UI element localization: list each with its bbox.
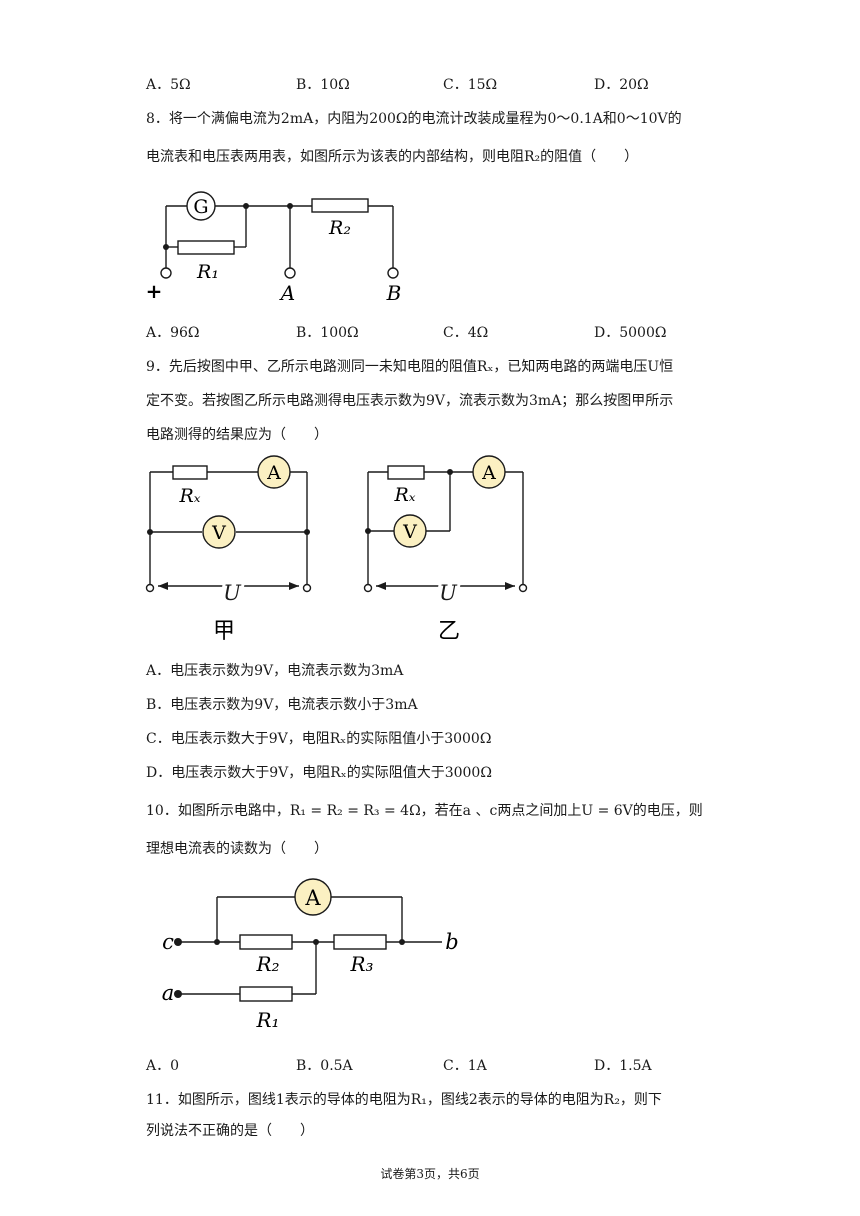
yi-ammeter-label: A bbox=[481, 462, 496, 484]
jia-ammeter-label: A bbox=[266, 462, 281, 484]
q7-option-c: C．15Ω bbox=[443, 77, 498, 93]
node-c-label: c bbox=[162, 930, 174, 954]
q9-stem-line1: 9．先后按图中甲、乙所示电路测同一未知电阻的阻值Rₓ，已知两电路的两端电压U恒 bbox=[146, 359, 674, 375]
q7-option-d: D．20Ω bbox=[594, 77, 649, 93]
jia-u-label: U bbox=[223, 581, 242, 605]
q10-option-a: A．0 bbox=[146, 1058, 180, 1074]
q8-option-c: C．4Ω bbox=[443, 325, 489, 341]
q10-circuit-figure: A c a b R₂ R₃ R₁ bbox=[162, 878, 459, 1032]
galvanometer-label: G bbox=[193, 196, 208, 218]
jia-rx-label: Rₓ bbox=[178, 485, 200, 507]
node-a-label: a bbox=[162, 981, 175, 1005]
terminal-b-label: B bbox=[386, 281, 402, 305]
q9-option-b: B．电压表示数为9V，电流表示数小于3mA bbox=[146, 697, 418, 713]
q10-stem-line2: 理想电流表的读数为（ ） bbox=[146, 841, 328, 857]
page-footer: 试卷第3页，共6页 bbox=[380, 1167, 480, 1181]
yi-voltmeter-label: V bbox=[402, 521, 417, 543]
q7-option-b: B．10Ω bbox=[296, 77, 350, 93]
q10-option-c: C．1A bbox=[443, 1058, 487, 1074]
jia-caption: 甲 bbox=[213, 619, 235, 644]
yi-rx-label: Rₓ bbox=[393, 484, 415, 506]
q8-option-b: B．100Ω bbox=[296, 325, 359, 341]
q8-r2-label: R₂ bbox=[328, 217, 351, 239]
q9-circuit-jia: A V Rₓ U 甲 bbox=[145, 455, 312, 644]
terminal-a-label: A bbox=[279, 281, 295, 305]
q8-stem-line2: 电流表和电压表两用表，如图所示为该表的内部结构，则电阻R₂的阻值（ ） bbox=[146, 149, 639, 165]
q10-ammeter-label: A bbox=[304, 886, 321, 910]
q8-stem-line1: 8．将一个满偏电流为2mA，内阻为200Ω的电流计改装成量程为0～0.1A和0～… bbox=[146, 111, 682, 127]
q9-stem-line2: 定不变。若按图乙所示电路测得电压表示数为9V，流表示数为3mA；那么按图甲所示 bbox=[146, 393, 674, 409]
q10-option-d: D．1.5A bbox=[594, 1058, 652, 1074]
q9-option-d: D．电压表示数大于9V，电阻Rₓ的实际阻值大于3000Ω bbox=[146, 765, 492, 781]
q7-option-a: A．5Ω bbox=[146, 77, 191, 93]
q9-option-a: A．电压表示数为9V，电流表示数为3mA bbox=[146, 663, 404, 679]
q9-circuit-yi: A V Rₓ U 乙 bbox=[363, 455, 528, 644]
jia-voltmeter-label: V bbox=[211, 522, 226, 544]
q8-circuit-figure: G R₁ R₂ + A B bbox=[146, 191, 402, 305]
plus-terminal-label: + bbox=[146, 279, 163, 303]
q10-option-b: B．0.5A bbox=[296, 1058, 353, 1074]
q10-stem-line1: 10．如图所示电路中，R₁ = R₂ = R₃ = 4Ω，若在a 、c两点之间加… bbox=[146, 803, 703, 819]
q9-option-c: C．电压表示数大于9V，电阻Rₓ的实际阻值小于3000Ω bbox=[146, 731, 492, 747]
q11-stem-line1: 11．如图所示，图线1表示的导体的电阻为R₁，图线2表示的导体的电阻为R₂，则下 bbox=[146, 1092, 662, 1108]
q8-option-a: A．96Ω bbox=[146, 325, 200, 341]
q11-stem-line2: 列说法不正确的是（ ） bbox=[146, 1123, 314, 1139]
yi-caption: 乙 bbox=[438, 619, 460, 644]
node-b-label: b bbox=[445, 930, 458, 954]
q10-r1-label: R₁ bbox=[255, 1008, 279, 1032]
yi-u-label: U bbox=[439, 581, 458, 605]
q8-r1-label: R₁ bbox=[196, 261, 219, 283]
q9-stem-line3: 电路测得的结果应为（ ） bbox=[146, 427, 328, 443]
q10-r3-label: R₃ bbox=[349, 952, 373, 976]
q10-r2-label: R₂ bbox=[255, 952, 279, 976]
q8-option-d: D．5000Ω bbox=[594, 325, 667, 341]
